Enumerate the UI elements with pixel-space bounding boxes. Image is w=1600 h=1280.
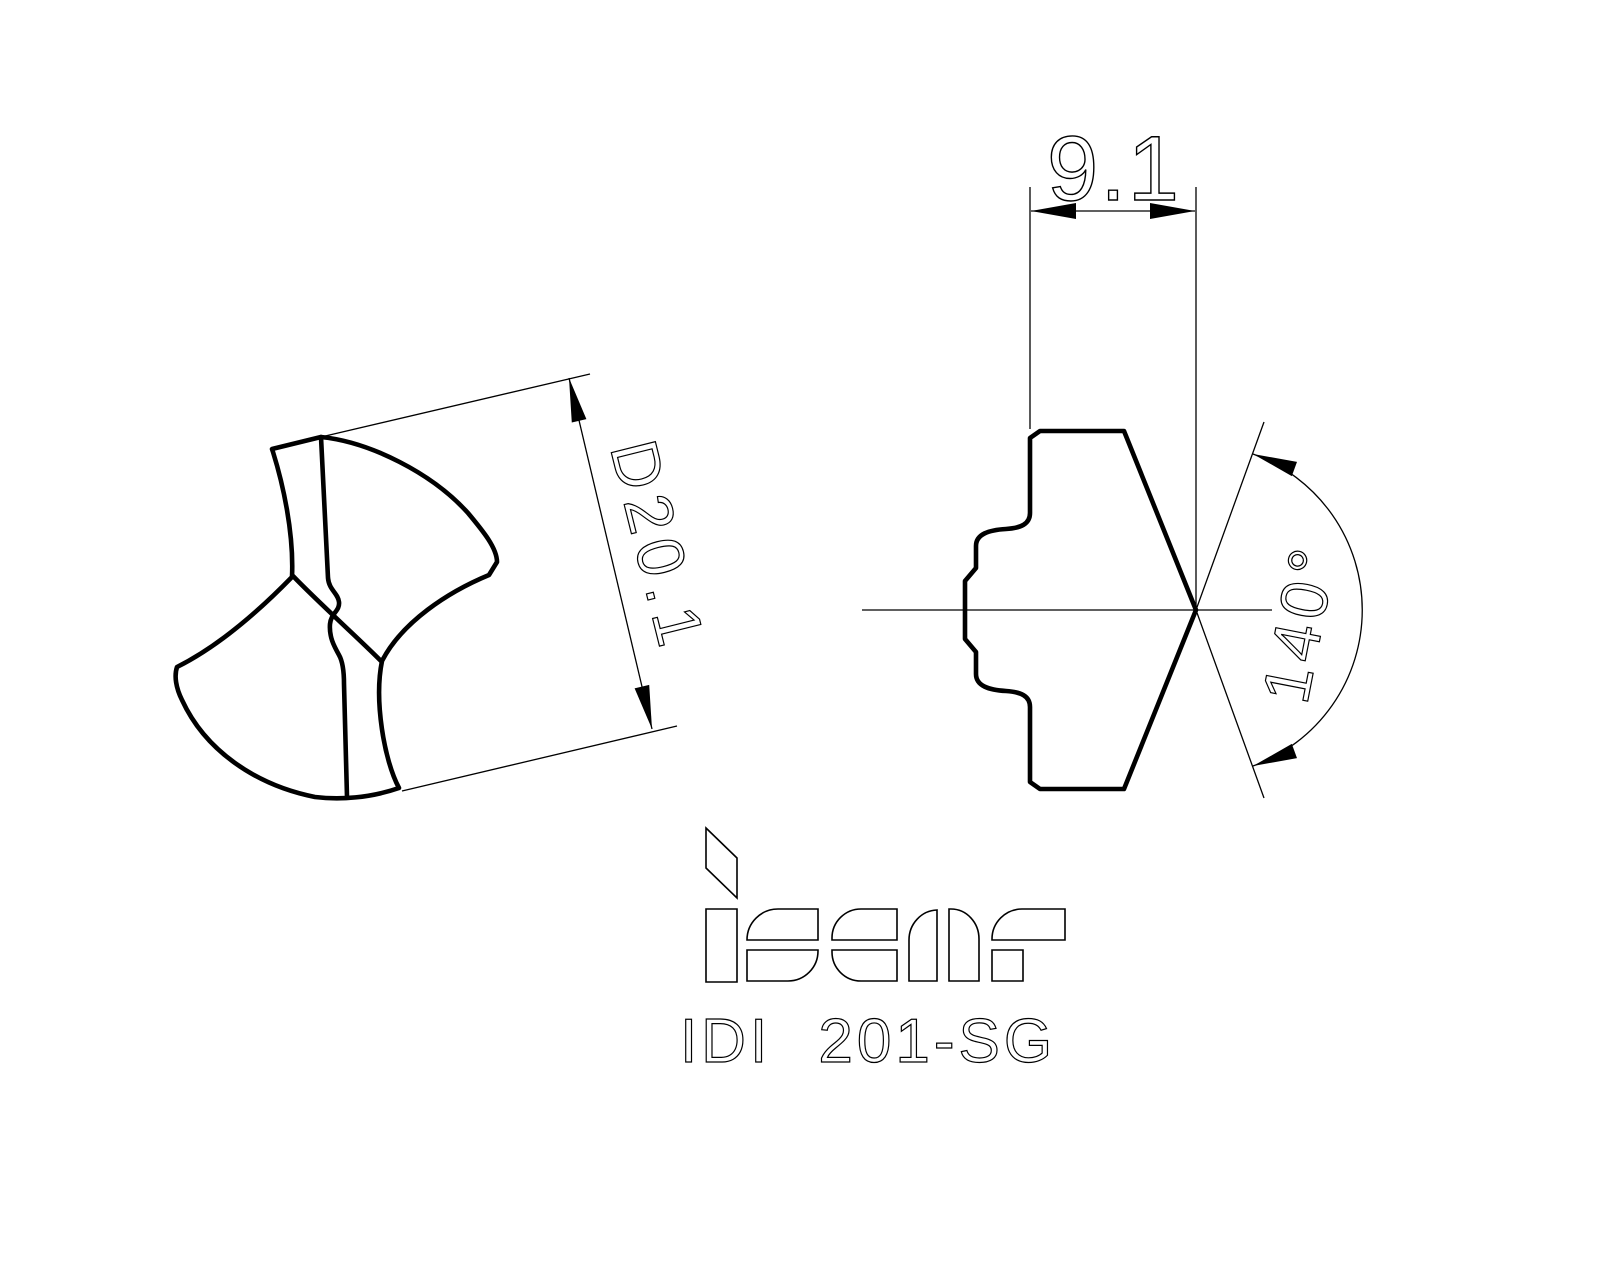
logo-a-left (908, 909, 938, 982)
logo-c-top (831, 908, 898, 941)
angle-arrow-lower (1253, 743, 1297, 766)
diameter-arrow-bottom (634, 684, 652, 729)
diameter-dimension-line (568, 377, 653, 730)
part-number: IDI 201-SG (680, 1007, 1056, 1076)
width-arrow-right (1150, 203, 1195, 219)
logo-c-bottom (831, 949, 898, 982)
width-dimension: 9.1 (1029, 117, 1197, 608)
angle-extension-line-upper (1195, 421, 1265, 611)
front-view-outline (173, 434, 500, 801)
front-view (173, 434, 500, 801)
width-arrow-left (1031, 203, 1076, 219)
diameter-extension-line-top (320, 373, 591, 438)
cutting-edge-line (290, 573, 384, 664)
angle-dimension-label: 140° (1248, 537, 1351, 709)
logo-r-bar (991, 908, 1066, 941)
side-view-outline (962, 428, 1199, 792)
side-view (862, 428, 1272, 792)
logo-i-dot (705, 826, 738, 900)
logo-a-right (948, 908, 980, 982)
chisel-edge-line (318, 434, 350, 800)
diameter-extension-line-bottom (401, 725, 678, 792)
angle-arrow-upper (1253, 454, 1297, 477)
diameter-dimension-label: D20.1 (596, 433, 720, 661)
angle-extension-line-lower (1195, 609, 1265, 799)
logo-s-top (746, 908, 819, 941)
width-dimension-label: 9.1 (1047, 118, 1181, 220)
iscar-logo (705, 826, 1066, 983)
logo-r-leg (991, 949, 1024, 982)
diameter-arrow-top (569, 378, 587, 423)
logo-i-stem (705, 908, 738, 983)
logo-s-bottom (746, 949, 819, 982)
angle-arc (1252, 453, 1363, 767)
